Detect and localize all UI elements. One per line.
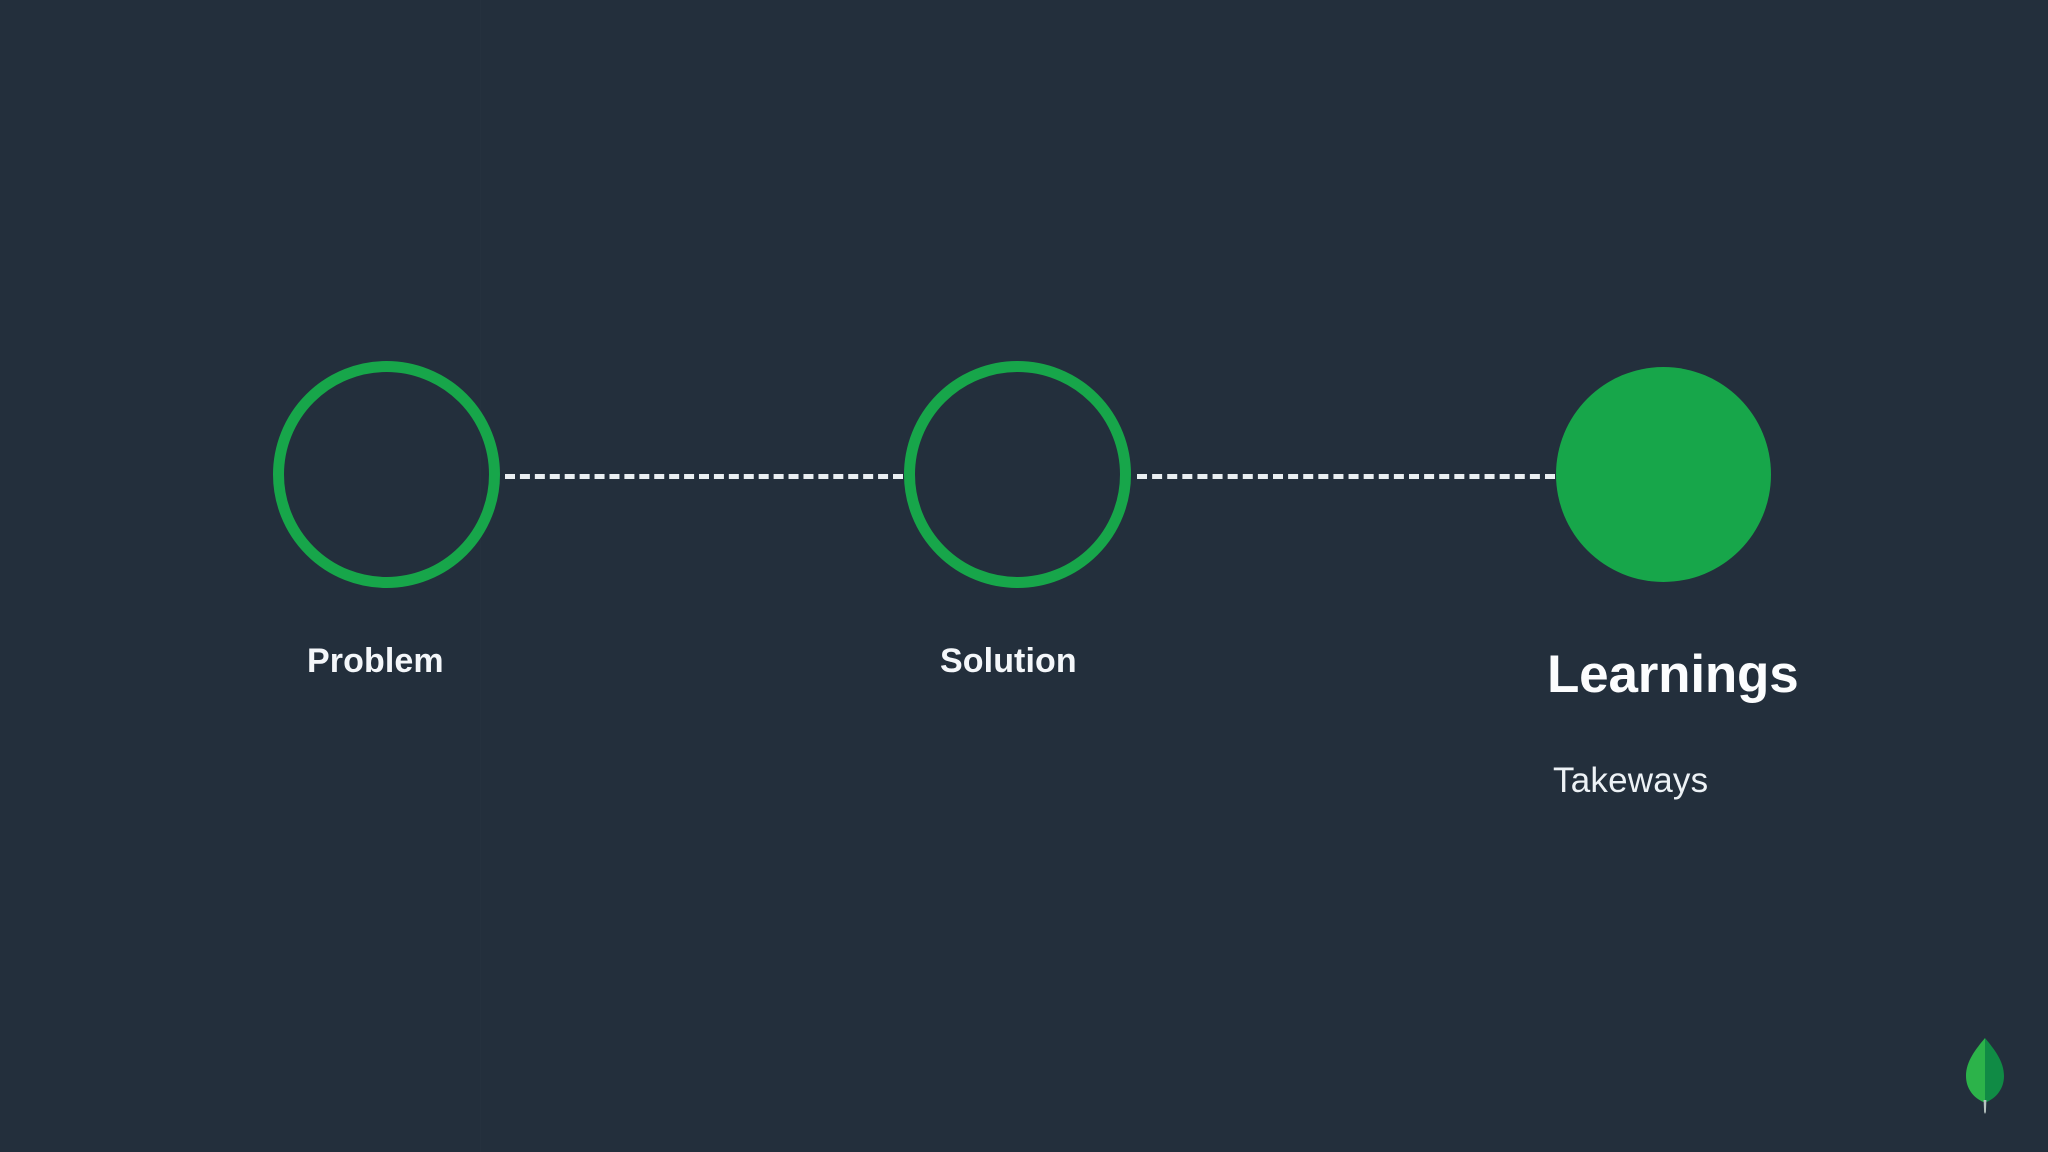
page-subtitle: Takeways (1553, 761, 1709, 800)
step-marker-learnings[interactable] (1555, 366, 1771, 582)
step-marker-solution[interactable] (903, 360, 1131, 588)
step-label-solution: Solution (940, 642, 1077, 680)
mongodb-leaf-icon (1962, 1036, 2008, 1114)
step-marker-problem[interactable] (272, 360, 500, 588)
page-title: Learnings (1547, 645, 1799, 704)
connector-problem-solution (505, 474, 903, 479)
connector-solution-learnings (1137, 474, 1555, 479)
step-label-problem: Problem (307, 642, 444, 680)
